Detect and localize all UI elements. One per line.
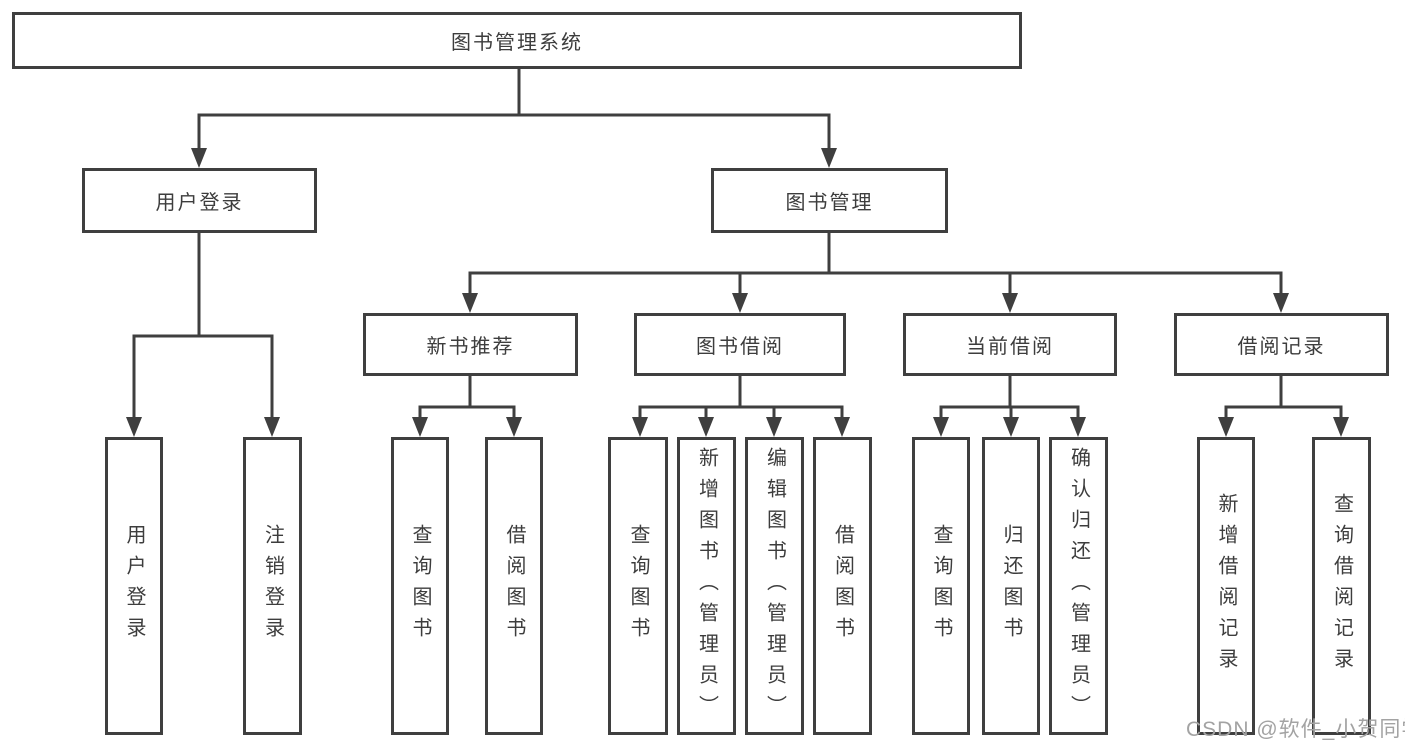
leaf-add-book-admin: 新增图书（管理员） bbox=[677, 437, 736, 735]
edge-book-mgmt-bus bbox=[468, 271, 1283, 295]
leaf-query-books-recommend: 查询图书 bbox=[391, 437, 449, 735]
leaf-confirm-return-admin: 确认归还（管理员） bbox=[1049, 437, 1108, 735]
arrow-leaf-query-record bbox=[1333, 417, 1349, 437]
arrow-leaf-query3 bbox=[933, 417, 949, 437]
arrow-user-login bbox=[191, 148, 207, 168]
arrow-leaf-add-record bbox=[1218, 417, 1234, 437]
node-current-borrow: 当前借阅 bbox=[903, 313, 1117, 376]
arrow-current-borrow bbox=[1002, 293, 1018, 313]
node-borrow-records: 借阅记录 bbox=[1174, 313, 1389, 376]
node-root-label: 图书管理系统 bbox=[451, 32, 583, 54]
leaf-return-book-label: 归还图书 bbox=[1000, 524, 1022, 648]
leaf-edit-book-admin: 编辑图书（管理员） bbox=[745, 437, 804, 735]
leaf-add-borrow-record-label: 新增借阅记录 bbox=[1215, 493, 1237, 679]
leaf-user-login-label: 用户登录 bbox=[123, 524, 145, 648]
arrow-leaf-logout bbox=[264, 417, 280, 437]
arrow-leaf-confirm-return bbox=[1070, 417, 1086, 437]
leaf-query-books-current-label: 查询图书 bbox=[930, 524, 952, 648]
node-user-login-label: 用户登录 bbox=[155, 192, 244, 214]
edge-new-rec-bus bbox=[418, 405, 516, 419]
arrow-leaf-borrow2 bbox=[834, 417, 850, 437]
arrow-book-borrow bbox=[732, 293, 748, 313]
node-new-book-recommend-label: 新书推荐 bbox=[426, 336, 515, 358]
leaf-query-books-borrow: 查询图书 bbox=[608, 437, 668, 735]
leaf-borrow-books-borrow: 借阅图书 bbox=[813, 437, 872, 735]
node-book-borrow: 图书借阅 bbox=[634, 313, 846, 376]
node-current-borrow-label: 当前借阅 bbox=[966, 336, 1054, 358]
leaf-logout: 注销登录 bbox=[243, 437, 302, 735]
node-user-login: 用户登录 bbox=[82, 168, 317, 233]
arrow-leaf-edit-book bbox=[766, 417, 782, 437]
arrow-leaf-borrow1 bbox=[506, 417, 522, 437]
leaf-borrow-books-recommend-label: 借阅图书 bbox=[503, 524, 525, 648]
edge-level1-bus bbox=[197, 113, 831, 150]
leaf-query-books-recommend-label: 查询图书 bbox=[409, 524, 431, 648]
node-new-book-recommend: 新书推荐 bbox=[363, 313, 578, 376]
edge-user-login-bus bbox=[132, 334, 274, 419]
arrow-leaf-query1 bbox=[412, 417, 428, 437]
node-root: 图书管理系统 bbox=[12, 12, 1022, 69]
arrow-new-rec bbox=[462, 293, 478, 313]
leaf-query-books-current: 查询图书 bbox=[912, 437, 970, 735]
leaf-logout-label: 注销登录 bbox=[261, 524, 284, 648]
watermark: CSDN @软件_小贺同学 bbox=[1186, 718, 1405, 741]
node-book-management-label: 图书管理 bbox=[785, 192, 874, 214]
leaf-edit-book-admin-label: 编辑图书（管理员） bbox=[763, 446, 786, 726]
leaf-add-book-admin-label: 新增图书（管理员） bbox=[695, 446, 718, 726]
leaf-borrow-books-borrow-label: 借阅图书 bbox=[831, 524, 854, 648]
arrow-leaf-login bbox=[126, 417, 142, 437]
node-borrow-records-label: 借阅记录 bbox=[1237, 336, 1326, 358]
leaf-return-book: 归还图书 bbox=[982, 437, 1040, 735]
leaf-user-login: 用户登录 bbox=[105, 437, 163, 735]
arrow-leaf-add-book bbox=[698, 417, 714, 437]
node-book-management: 图书管理 bbox=[711, 168, 948, 233]
leaf-borrow-books-recommend: 借阅图书 bbox=[485, 437, 543, 735]
arrow-borrow-record bbox=[1273, 293, 1289, 313]
node-book-borrow-label: 图书借阅 bbox=[696, 336, 784, 358]
arrow-leaf-return bbox=[1003, 417, 1019, 437]
leaf-query-borrow-record-label: 查询借阅记录 bbox=[1330, 493, 1353, 679]
leaf-add-borrow-record: 新增借阅记录 bbox=[1197, 437, 1255, 735]
leaf-query-borrow-record: 查询借阅记录 bbox=[1312, 437, 1371, 735]
arrow-book-mgmt bbox=[821, 148, 837, 168]
arrowheads bbox=[126, 148, 1349, 437]
leaf-confirm-return-admin-label: 确认归还（管理员） bbox=[1067, 446, 1090, 726]
edge-record-bus bbox=[1224, 405, 1343, 419]
leaf-query-books-borrow-label: 查询图书 bbox=[627, 524, 649, 648]
edge-borrow-bus bbox=[638, 405, 844, 419]
arrow-leaf-query2 bbox=[632, 417, 648, 437]
